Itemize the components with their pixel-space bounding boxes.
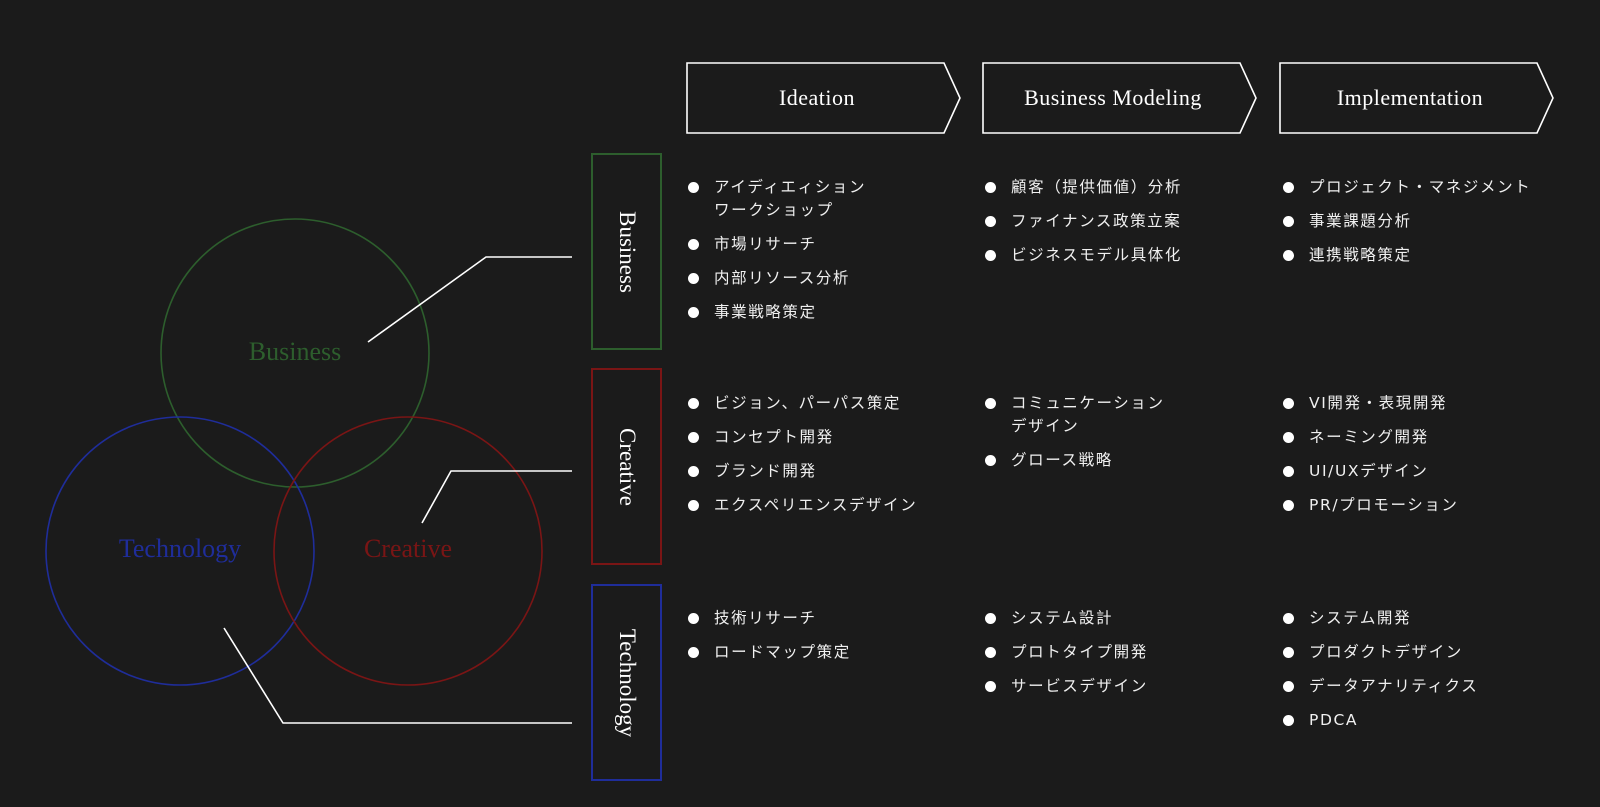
- row-label-business: Business: [614, 210, 640, 293]
- technology-circle: [45, 416, 315, 686]
- list-item: ファイナンス政策立案: [985, 210, 1265, 233]
- list-item: PR/プロモーション: [1283, 494, 1563, 517]
- list-item: システム設計: [985, 607, 1265, 630]
- list-item: 内部リソース分析: [688, 267, 968, 290]
- row-label-creative: Creative: [614, 427, 640, 506]
- phase-label: Ideation: [778, 85, 856, 110]
- creative-circle: [273, 416, 543, 686]
- cell-business-modeling: 顧客（提供価値）分析 ファイナンス政策立案 ビジネスモデル具体化: [985, 176, 1265, 278]
- list-item: コミュニケーション デザイン: [985, 392, 1265, 438]
- list-item: 連携戦略策定: [1283, 244, 1563, 267]
- cell-business-ideation: アイディエィション ワークショップ 市場リサーチ 内部リソース分析 事業戦略策定: [688, 176, 968, 335]
- cell-creative-ideation: ビジョン、パーパス策定 コンセプト開発 ブランド開発 エクスペリエンスデザイン: [688, 392, 968, 528]
- venn-diagram: Business Technology Creative: [45, 218, 572, 724]
- list-item: 技術リサーチ: [688, 607, 968, 630]
- cell-creative-modeling: コミュニケーション デザイン グロース戦略: [985, 392, 1265, 483]
- phase-business-modeling: Business Modeling: [982, 62, 1258, 134]
- phase-ideation: Ideation: [686, 62, 962, 134]
- list-item: UI/UXデザイン: [1283, 460, 1563, 483]
- list-item: ビジョン、パーパス策定: [688, 392, 968, 415]
- list-item: サービスデザイン: [985, 675, 1265, 698]
- cell-creative-implementation: VI開発・表現開発 ネーミング開発 UI/UXデザイン PR/プロモーション: [1283, 392, 1563, 528]
- phase-implementation: Implementation: [1279, 62, 1555, 134]
- phase-arrow-shape: [1279, 62, 1554, 134]
- cell-technology-ideation: 技術リサーチ ロードマップ策定: [688, 607, 968, 675]
- list-item: 事業戦略策定: [688, 301, 968, 324]
- venn-label-creative: Creative: [364, 534, 452, 563]
- cell-technology-implementation: システム開発 プロダクトデザイン データアナリティクス PDCA: [1283, 607, 1563, 743]
- connector-technology: [223, 627, 572, 724]
- list-item: ビジネスモデル具体化: [985, 244, 1265, 267]
- cell-technology-modeling: システム設計 プロトタイプ開発 サービスデザイン: [985, 607, 1265, 709]
- list-item: エクスペリエンスデザイン: [688, 494, 968, 517]
- list-item: ブランド開発: [688, 460, 968, 483]
- list-item: 顧客（提供価値）分析: [985, 176, 1265, 199]
- list-item: プロジェクト・マネジメント: [1283, 176, 1563, 199]
- row-box-technology: Technology: [591, 584, 662, 781]
- list-item: ロードマップ策定: [688, 641, 968, 664]
- phase-label: Business Modeling: [1024, 85, 1202, 110]
- cell-business-implementation: プロジェクト・マネジメント 事業課題分析 連携戦略策定: [1283, 176, 1563, 278]
- row-box-business: Business: [591, 153, 662, 350]
- row-box-creative: Creative: [591, 368, 662, 565]
- list-item: システム開発: [1283, 607, 1563, 630]
- list-item: データアナリティクス: [1283, 675, 1563, 698]
- list-item: 事業課題分析: [1283, 210, 1563, 233]
- list-item: プロトタイプ開発: [985, 641, 1265, 664]
- venn-label-business: Business: [249, 337, 341, 366]
- list-item: ネーミング開発: [1283, 426, 1563, 449]
- list-item: コンセプト開発: [688, 426, 968, 449]
- list-item: アイディエィション ワークショップ: [688, 176, 968, 222]
- list-item: PDCA: [1283, 709, 1563, 732]
- connector-business: [367, 256, 572, 343]
- list-item: 市場リサーチ: [688, 233, 968, 256]
- connector-creative: [421, 470, 572, 524]
- venn-label-technology: Technology: [119, 534, 241, 563]
- phase-label: Implementation: [1336, 85, 1484, 110]
- phase-arrow-shape: [982, 62, 1257, 134]
- list-item: グロース戦略: [985, 449, 1265, 472]
- phase-arrow-shape: [686, 62, 961, 134]
- row-label-technology: Technology: [614, 628, 640, 737]
- list-item: VI開発・表現開発: [1283, 392, 1563, 415]
- business-circle: [160, 218, 430, 488]
- list-item: プロダクトデザイン: [1283, 641, 1563, 664]
